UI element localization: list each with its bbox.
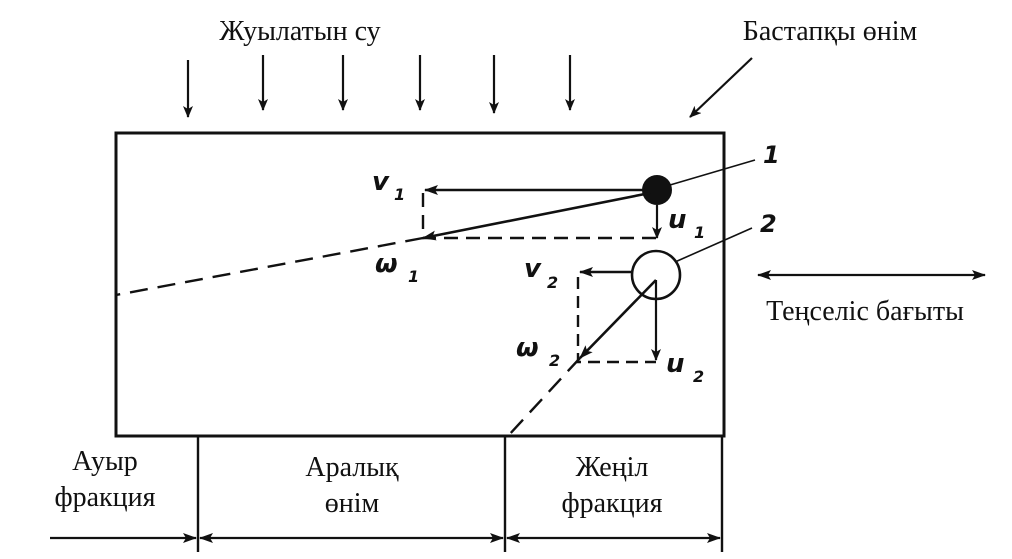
particle-2-number: 2 (760, 210, 777, 238)
v1-symbol: v (372, 167, 390, 197)
light-fraction-label-1: Жеңіл (576, 452, 649, 483)
particle-1-heavy (642, 175, 672, 205)
v2-subscript: 2 (547, 273, 558, 292)
oscillation-direction-label: Теңселіс бағыты (766, 296, 964, 327)
heavy-fraction-label-2: фракция (54, 482, 155, 513)
heavy-fraction-label-1: Ауыр (72, 446, 138, 477)
vector-w1 (422, 191, 651, 241)
particle-1-leader-line (669, 159, 756, 186)
trajectory-1-dashed (115, 236, 424, 297)
v2-symbol: v (524, 254, 542, 284)
middling-label-1: Аралық (305, 452, 399, 483)
middling-label-2: өнім (325, 488, 380, 519)
w2-subscript: 2 (549, 351, 560, 370)
w1-symbol: ω (375, 249, 398, 279)
particle-2-leader-line (674, 227, 753, 263)
jig-chamber (114, 131, 726, 438)
fraction-dividers (196, 436, 724, 552)
particle-1-number: 1 (763, 141, 780, 169)
u2-subscript: 2 (693, 367, 704, 386)
particle-2-dashed-box (576, 277, 656, 364)
wash-water-label: Жуылатын су (219, 16, 380, 47)
vector-w2 (579, 279, 657, 359)
v1-subscript: 1 (394, 185, 405, 204)
initial-product-label: Бастапқы өнім (743, 16, 918, 47)
u2-symbol: u (666, 349, 685, 379)
light-fraction-label-2: фракция (561, 488, 662, 519)
u1-symbol: u (668, 205, 687, 235)
w1-subscript: 1 (408, 267, 419, 286)
trajectory-2-dashed (507, 357, 581, 437)
initial-product-arrow (689, 57, 753, 118)
w2-symbol: ω (516, 333, 539, 363)
wash-water-arrows (183, 55, 575, 118)
u1-subscript: 1 (694, 223, 705, 242)
